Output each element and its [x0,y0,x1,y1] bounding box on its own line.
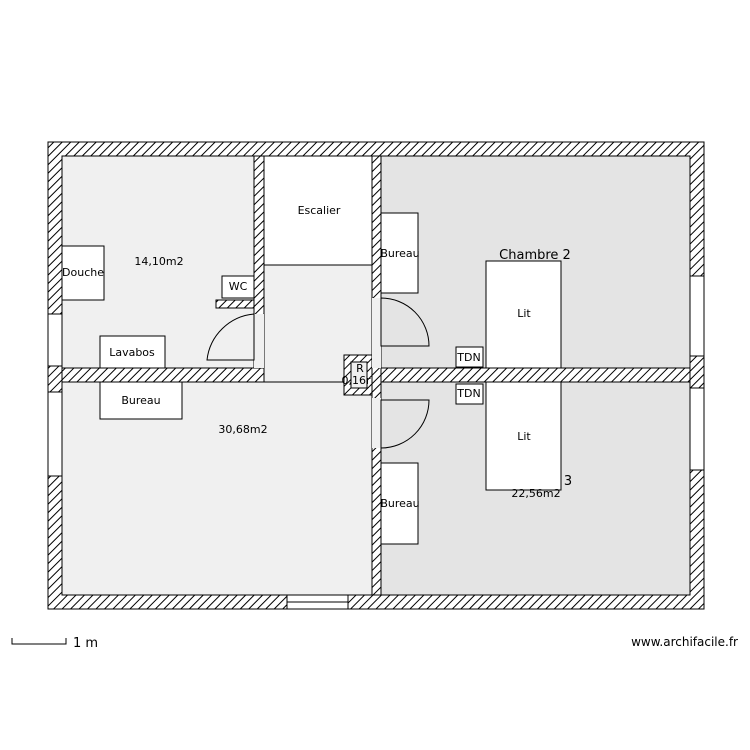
reduit-name: R [356,362,364,375]
bureau-lower-label: Bureau [380,497,419,510]
window-right-bottom [689,387,705,471]
tdn-upper [455,346,484,368]
watermark: www.archifacile.fr [631,635,738,649]
douche-label: Douche [62,266,104,279]
lavabos [99,335,166,369]
douche [61,245,105,301]
chambre-2-name: Chambre 2 [499,248,571,263]
wall-center [371,155,382,596]
window-left-top [47,313,63,367]
tdn-lower [455,383,484,405]
lit-upper-label: Lit [517,307,531,320]
escalier [263,155,373,266]
bureau-left-label: Bureau [121,394,160,407]
window-left-bottom [47,391,63,477]
door-bath [206,313,255,361]
escalier-label: Escalier [298,204,341,217]
scale-label: 1 m [73,636,98,651]
reduit-area: 0,16r [341,374,370,387]
sejour-area: 30,68m2 [218,423,267,436]
wall-bath-sejour [61,367,265,383]
chambre-3-name-fragment: 3 [564,474,572,489]
door-chambre-3 [380,399,430,449]
wc [221,275,255,299]
tdn-lower-label: TDN [456,387,480,400]
chambre-3-area: 22,56m2 [511,487,560,500]
lavabos-label: Lavabos [109,346,155,359]
door-chambre-2 [380,297,430,347]
lit-lower [485,381,562,491]
bureau-left [99,381,183,420]
lit-upper [485,260,562,369]
salle-de-bain-area: 14,10m2 [134,255,183,268]
bureau-upper [380,212,419,294]
wc-base [215,299,255,309]
scale-bar [11,638,67,645]
wc-label: WC [229,280,248,293]
tdn-upper-label: TDN [456,351,480,364]
bureau-lower [380,462,419,545]
wall-bedrooms [380,367,691,383]
reduit-inner [350,361,368,389]
lit-lower-label: Lit [517,430,531,443]
bureau-upper-label: Bureau [380,247,419,260]
window-right-top [689,275,705,357]
